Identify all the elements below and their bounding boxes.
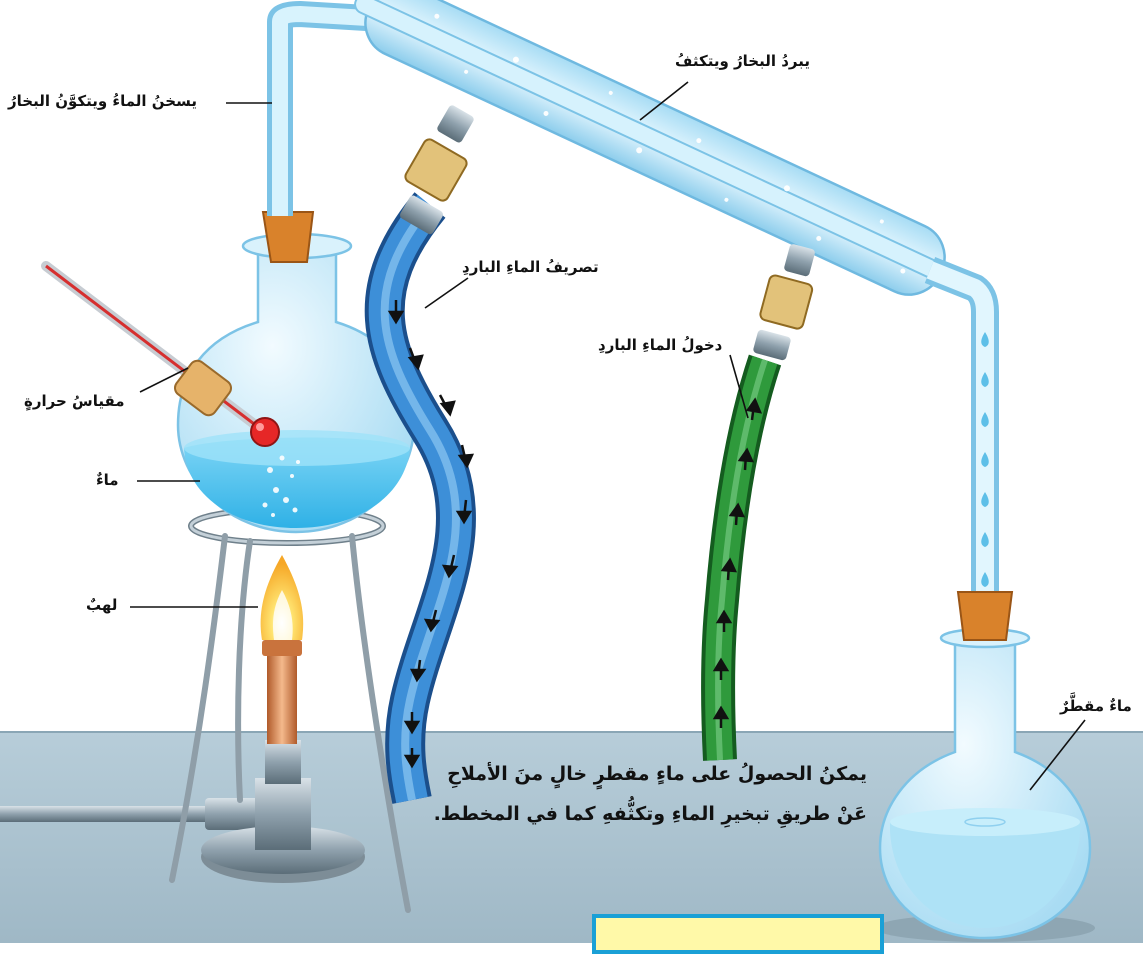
label-thermometer: مقياسُ حرارةٍ	[24, 392, 125, 410]
label-vapor-condenses: يبردُ البخارُ ويتكثفُ	[675, 52, 810, 70]
receiving-flask	[875, 629, 1095, 942]
label-water: ماءٌ	[96, 471, 119, 489]
label-distilled-water: ماءٌ مقطَّرٌ	[1060, 697, 1132, 715]
receiving-stopper	[958, 592, 1012, 640]
inlet-hose	[718, 243, 816, 760]
flame	[261, 555, 304, 640]
flask-stopper	[263, 212, 313, 262]
caption-line-2: عَنْ طريقِ تبخيرِ الماءِ وتكثُّفهِ كما ف…	[427, 794, 867, 834]
note-box	[592, 914, 884, 954]
label-vapor-forms: يسخنُ الماءُ ويتكوَّنُ البخارُ	[8, 92, 197, 110]
label-cold-water-in: دخولُ الماءِ الباردِ	[598, 336, 722, 354]
caption: يمكنُ الحصولُ على ماءٍ مقطرٍ خالٍ منَ ال…	[427, 754, 867, 834]
label-flame: لهبٌ	[86, 596, 117, 614]
caption-line-1: يمكنُ الحصولُ على ماءٍ مقطرٍ خالٍ منَ ال…	[427, 754, 867, 794]
label-cold-water-out: تصريفُ الماءِ الباردِ	[462, 258, 599, 276]
